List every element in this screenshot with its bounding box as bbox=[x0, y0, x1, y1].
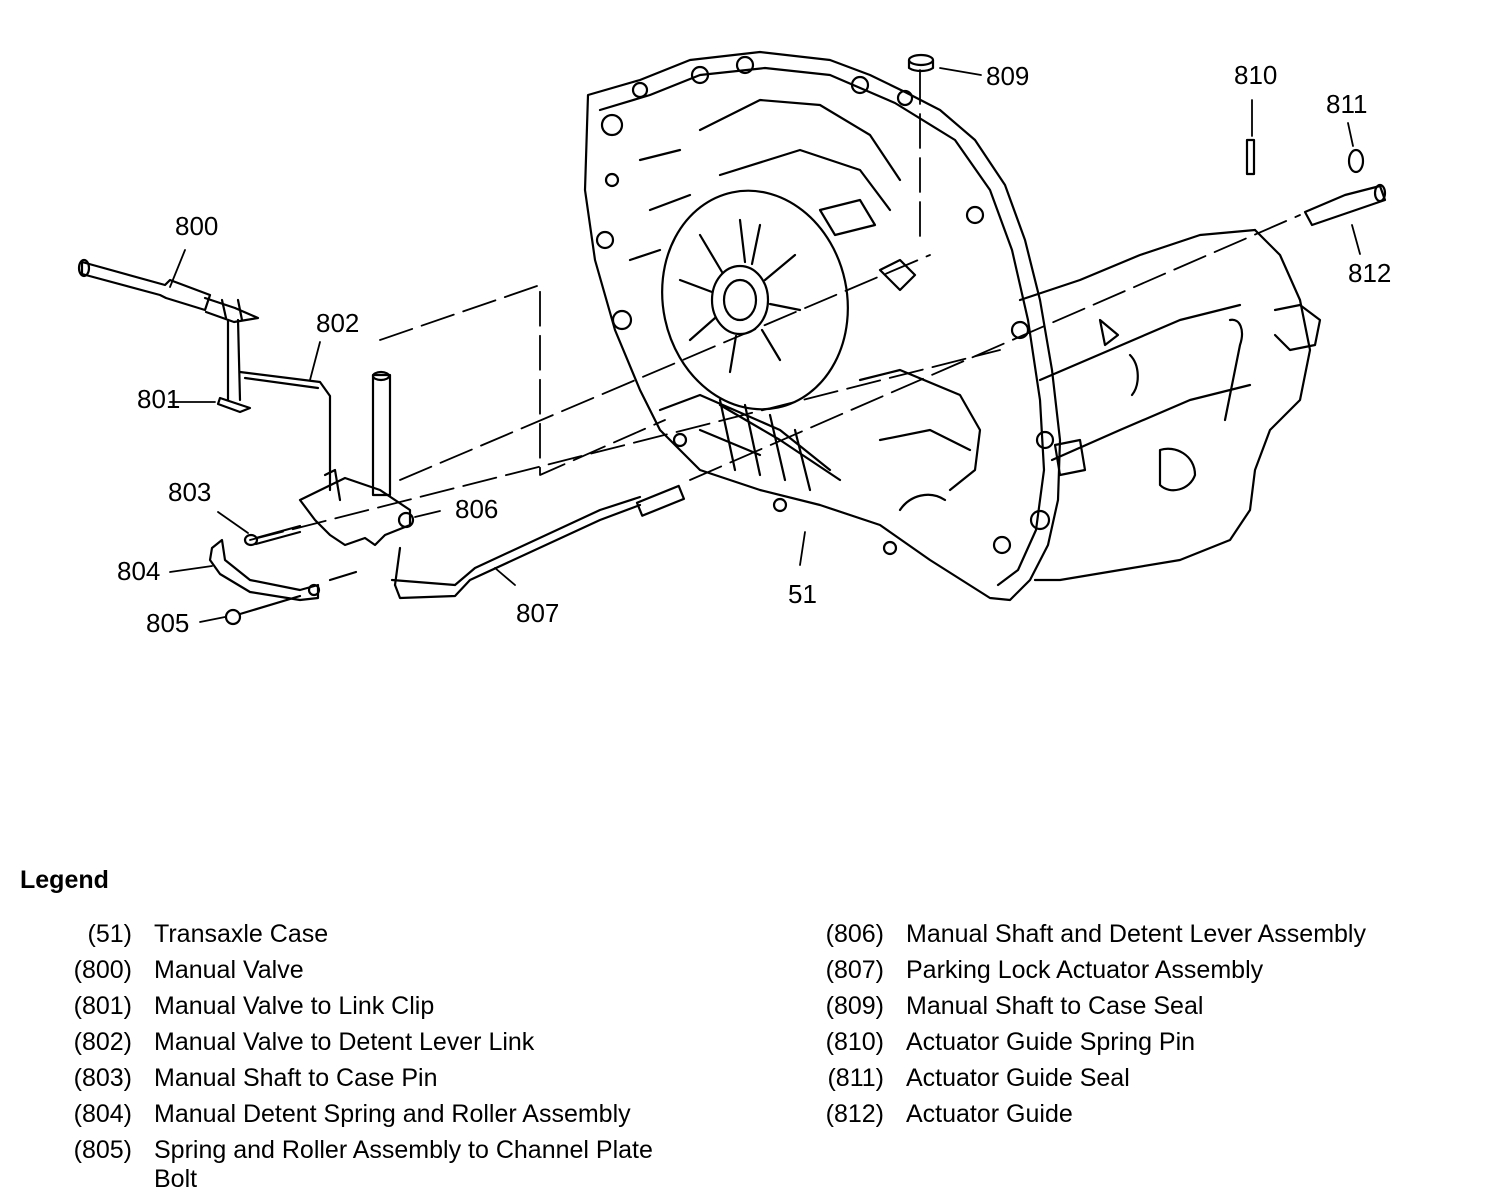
link-clip-drawing bbox=[216, 318, 252, 414]
legend-item-number: (812) bbox=[825, 1100, 884, 1128]
manual-valve-drawing bbox=[77, 258, 260, 324]
legend-item-description: Manual Valve to Detent Lever Link bbox=[154, 1028, 535, 1056]
detent-spring-roller-drawing bbox=[208, 538, 358, 602]
callout-804: 804 bbox=[117, 556, 160, 586]
legend-item-number: (802) bbox=[73, 1028, 132, 1056]
legend-item-description: Manual Valve to Link Clip bbox=[154, 992, 435, 1020]
legend-item-number: (809) bbox=[825, 992, 884, 1020]
legend-item: (802) Manual Valve to Detent Lever Link bbox=[40, 1024, 760, 1060]
callout-802: 802 bbox=[316, 308, 359, 338]
legend-item-description: Actuator Guide Spring Pin bbox=[906, 1028, 1196, 1056]
callout-812: 812 bbox=[1348, 258, 1391, 288]
leader-lines bbox=[169, 67, 1361, 623]
legend-item: (805) Spring and Roller Assembly to Chann… bbox=[40, 1132, 760, 1194]
spring-pin-drawing bbox=[1245, 138, 1256, 176]
legend-item-description: Manual Shaft and Detent Lever Assembly bbox=[906, 920, 1366, 948]
legend-item-description: Manual Detent Spring and Roller Assembly bbox=[154, 1100, 631, 1128]
legend-item: (811) Actuator Guide Seal bbox=[792, 1060, 1492, 1096]
callout-806: 806 bbox=[455, 494, 498, 524]
legend-item: (810) Actuator Guide Spring Pin bbox=[792, 1024, 1492, 1060]
legend-item-number: (803) bbox=[73, 1064, 132, 1092]
manual-shaft-detent-lever-drawing bbox=[298, 370, 415, 547]
legend-item-number: (805) bbox=[73, 1136, 132, 1164]
legend-item-number: (806) bbox=[825, 920, 884, 948]
callout-801: 801 bbox=[137, 384, 180, 414]
transaxle-case-drawing bbox=[583, 50, 1322, 602]
actuator-guide-drawing bbox=[1303, 183, 1387, 227]
callout-810: 810 bbox=[1234, 60, 1277, 90]
detent-lever-link-drawing bbox=[238, 370, 332, 492]
legend-item-number: (811) bbox=[827, 1064, 884, 1092]
legend-item-description: Spring and Roller Assembly to Channel Pl… bbox=[154, 1136, 653, 1193]
legend-column-left: (51) Transaxle Case (800) Manual Valve (80… bbox=[40, 916, 760, 1194]
guide-seal-drawing bbox=[1347, 148, 1365, 174]
callout-811: 811 bbox=[1326, 89, 1367, 119]
legend-item: (804) Manual Detent Spring and Roller Ass… bbox=[40, 1096, 760, 1132]
legend-item: (812) Actuator Guide bbox=[792, 1096, 1492, 1132]
callout-805: 805 bbox=[146, 608, 189, 638]
legend-item: (809) Manual Shaft to Case Seal bbox=[792, 988, 1492, 1024]
legend-item-number: (800) bbox=[73, 956, 132, 984]
legend-item-number: (51) bbox=[87, 920, 132, 948]
legend-item-description: Manual Valve bbox=[154, 956, 304, 984]
callout-51: 51 bbox=[788, 579, 817, 609]
callout-809: 809 bbox=[986, 61, 1029, 91]
legend-title: Legend bbox=[20, 866, 109, 894]
legend-item: (51) Transaxle Case bbox=[40, 916, 760, 952]
legend-item-description: Actuator Guide Seal bbox=[906, 1064, 1130, 1092]
case-seal-drawing bbox=[907, 53, 935, 73]
legend-item-number: (801) bbox=[73, 992, 132, 1020]
legend-item-description: Actuator Guide bbox=[906, 1100, 1073, 1128]
parking-lock-actuator-drawing bbox=[390, 484, 686, 600]
callout-807: 807 bbox=[516, 598, 559, 628]
callout-803: 803 bbox=[168, 477, 211, 507]
legend-item: (803) Manual Shaft to Case Pin bbox=[40, 1060, 760, 1096]
exploded-view-diagram: 800 802 801 803 806 804 805 807 51 809 8… bbox=[77, 50, 1391, 638]
channel-plate-bolt-drawing bbox=[224, 594, 302, 626]
callout-800: 800 bbox=[175, 211, 218, 241]
legend-item: (806) Manual Shaft and Detent Lever Assem… bbox=[792, 916, 1492, 952]
legend-item: (807) Parking Lock Actuator Assembly bbox=[792, 952, 1492, 988]
case-pin-drawing bbox=[243, 524, 302, 547]
legend-item-description: Manual Shaft to Case Seal bbox=[906, 992, 1204, 1020]
legend-column-right: (806) Manual Shaft and Detent Lever Assem… bbox=[792, 916, 1492, 1132]
legend-item-description: Parking Lock Actuator Assembly bbox=[906, 956, 1264, 984]
legend-item: (800) Manual Valve bbox=[40, 952, 760, 988]
legend-item-number: (804) bbox=[73, 1100, 132, 1128]
legend-item-description: Transaxle Case bbox=[154, 920, 329, 948]
legend-item: (801) Manual Valve to Link Clip bbox=[40, 988, 760, 1024]
legend-item-description: Manual Shaft to Case Pin bbox=[154, 1064, 438, 1092]
alignment-lines bbox=[249, 69, 1301, 541]
legend-item-number: (807) bbox=[825, 956, 884, 984]
legend-item-number: (810) bbox=[825, 1028, 884, 1056]
